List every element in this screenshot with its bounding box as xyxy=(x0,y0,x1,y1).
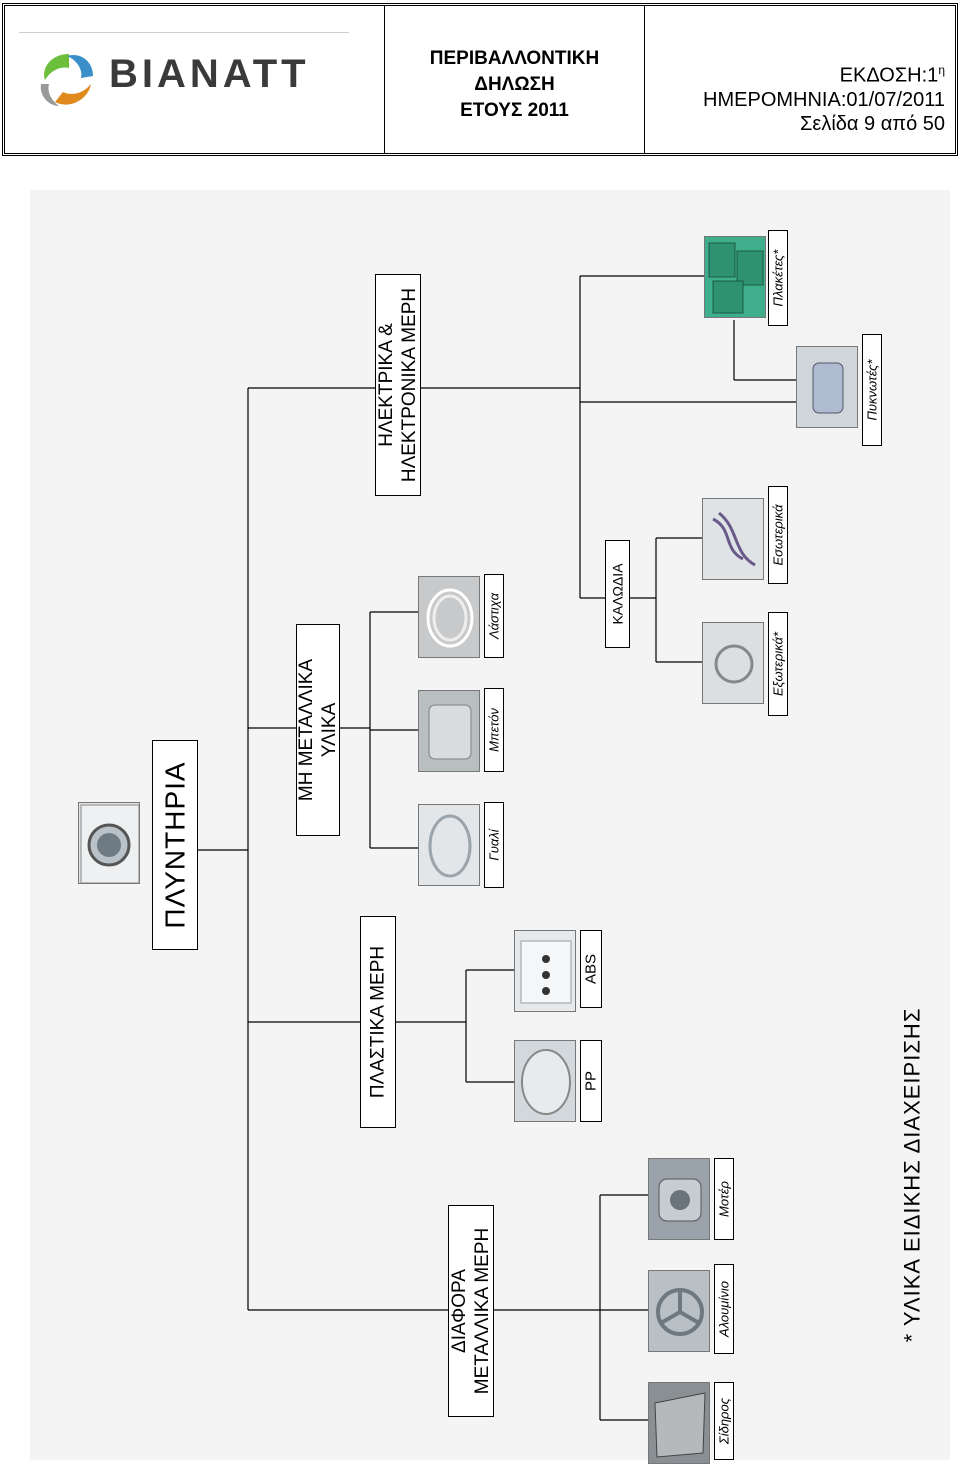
leaf-internal-label: Εσωτερικά xyxy=(770,504,786,566)
leaf-iron-label: Σίδηρος xyxy=(716,1397,732,1445)
edition: ΕΚΔΟΣΗ:1η xyxy=(703,58,945,88)
category-non-metal-line-1: ΜΗ ΜΕΤΑΛΛΙΚΑ xyxy=(296,658,317,802)
document-title: ΠΕΡΙΒΑΛΛΟΝΤΙΚΗ ΔΗΛΩΣΗ ΕΤΟΥΣ 2011 xyxy=(385,46,644,124)
title-line-2: ΔΗΛΩΣΗ xyxy=(474,74,555,95)
abs-photo xyxy=(514,930,576,1012)
footnote-text: * ΥΛΙΚΑ ΕΙΔΙΚΗΣ ΔΙΑΧΕΙΡΙΣΗΣ xyxy=(899,1007,925,1343)
leaf-motor-label: Μοτέρ xyxy=(716,1181,732,1217)
leaf-rubber-label: Λάστιχα xyxy=(486,593,502,639)
pp-photo xyxy=(514,1040,576,1122)
aluminium-photo xyxy=(648,1270,710,1352)
page-header: BIANATT ΠΕΡΙΒΑΛΛΟΝΤΙΚΗ ΔΗΛΩΣΗ ΕΤΟΥΣ 2011… xyxy=(2,3,958,156)
leaf-aluminium: Αλουμίνιο xyxy=(714,1264,734,1354)
category-metal-line-1: ΔΙΑΦΟΡΑ xyxy=(449,1269,470,1353)
category-electrical: ΗΛΕΚΤΡΙΚΑ & ΗΛΕΚΤΡΟΝΙΚΑ ΜΕΡΗ xyxy=(375,274,421,496)
leaf-external-cables: Εξωτερικά* xyxy=(768,612,788,716)
connector-lines xyxy=(198,275,796,1421)
category-electrical-label: ΗΛΕΚΤΡΙΚΑ & ΗΛΕΚΤΡΟΝΙΚΑ ΜΕΡΗ xyxy=(375,288,421,482)
leaf-boards-label: Πλακέτες* xyxy=(770,249,786,307)
leaf-abs-label: ABS xyxy=(582,953,600,985)
category-metal-label: ΔΙΑΦΟΡΑ ΜΕΤΑΛΛΙΚΑ ΜΕΡΗ xyxy=(448,1228,494,1395)
leaf-aluminium-label: Αλουμίνιο xyxy=(716,1281,732,1337)
concrete-photo xyxy=(418,690,480,772)
logo-cell: BIANATT xyxy=(5,6,385,153)
edition-sup: η xyxy=(938,63,945,77)
edition-text: ΕΚΔΟΣΗ:1 xyxy=(839,64,939,87)
rubber-photo xyxy=(418,576,480,658)
root-node-washing-machines: ΠΛΥΝΤΗΡΙΑ xyxy=(152,740,198,950)
leaf-capacitors: Πυκνωτές* xyxy=(862,334,882,446)
leaf-concrete-label: Μπετόν xyxy=(486,708,502,752)
glass-photo xyxy=(418,804,480,886)
category-non-metal: ΜΗ ΜΕΤΑΛΛΙΚΑ ΥΛΙΚΑ xyxy=(296,624,340,836)
motor-photo xyxy=(648,1158,710,1240)
document-meta: ΕΚΔΟΣΗ:1η ΗΜΕΡΟΜΗΝΙΑ:01/07/2011 Σελίδα 9… xyxy=(703,58,945,136)
leaf-rubber: Λάστιχα xyxy=(484,574,504,658)
category-electrical-line-2: ΗΛΕΚΤΡΟΝΙΚΑ ΜΕΡΗ xyxy=(399,287,420,483)
category-plastic-parts: ΠΛΑΣΤΙΚΑ ΜΕΡΗ xyxy=(360,916,396,1128)
leaf-external-label: Εξωτερικά* xyxy=(770,631,786,697)
category-cables: ΚΑΛΩΔΙΑ xyxy=(605,540,630,648)
washing-machine-photo xyxy=(78,802,140,884)
date: ΗΜΕΡΟΜΗΝΙΑ:01/07/2011 xyxy=(703,88,945,111)
leaf-glass: Γυαλί xyxy=(484,802,504,888)
iron-photo xyxy=(648,1382,710,1464)
leaf-pp-label: PP xyxy=(582,1070,600,1092)
category-plastic-label: ΠΛΑΣΤΙΚΑ ΜΕΡΗ xyxy=(367,945,389,1099)
external-cables-photo xyxy=(702,622,764,704)
circuit-board-photo xyxy=(704,236,766,318)
leaf-glass-label: Γυαλί xyxy=(486,829,502,861)
root-label: ΠΛΥΝΤΗΡΙΑ xyxy=(159,761,191,929)
leaf-iron: Σίδηρος xyxy=(714,1382,734,1460)
category-metal-line-2: ΜΕΤΑΛΛΙΚΑ ΜΕΡΗ xyxy=(472,1227,493,1395)
leaf-pp: PP xyxy=(580,1040,602,1122)
title-line-1: ΠΕΡΙΒΑΛΛΟΝΤΙΚΗ xyxy=(429,48,600,69)
leaf-capacitors-label: Πυκνωτές* xyxy=(864,359,880,421)
leaf-boards: Πλακέτες* xyxy=(768,230,788,326)
logo-text: BIANATT xyxy=(109,52,310,96)
materials-tree-diagram: ΠΛΥΝΤΗΡΙΑ ΔΙΑΦΟΡΑ ΜΕΤΑΛΛΙΚΑ ΜΕΡΗ ΠΛΑΣΤΙΚ… xyxy=(30,190,950,1464)
category-non-metal-line-2: ΥΛΙΚΑ xyxy=(319,702,340,758)
leaf-internal-cables: Εσωτερικά xyxy=(768,486,788,584)
category-electrical-line-1: ΗΛΕΚΤΡΙΚΑ & xyxy=(376,323,397,447)
special-handling-footnote: * ΥΛΙΚΑ ΕΙΔΙΚΗΣ ΔΙΑΧΕΙΡΙΣΗΣ xyxy=(888,990,936,1360)
company-logo-icon xyxy=(40,54,93,106)
title-line-3: ΕΤΟΥΣ 2011 xyxy=(460,100,569,121)
leaf-abs: ABS xyxy=(580,930,602,1008)
capacitor-photo xyxy=(796,346,858,428)
page-number: Σελίδα 9 από 50 xyxy=(800,112,945,135)
category-metal-parts: ΔΙΑΦΟΡΑ ΜΕΤΑΛΛΙΚΑ ΜΕΡΗ xyxy=(448,1205,494,1417)
title-cell: ΠΕΡΙΒΑΛΛΟΝΤΙΚΗ ΔΗΛΩΣΗ ΕΤΟΥΣ 2011 xyxy=(385,6,645,153)
leaf-concrete: Μπετόν xyxy=(484,688,504,772)
logo-divider xyxy=(19,32,349,33)
internal-cables-photo xyxy=(702,498,764,580)
meta-cell: ΕΚΔΟΣΗ:1η ΗΜΕΡΟΜΗΝΙΑ:01/07/2011 Σελίδα 9… xyxy=(645,6,955,153)
category-non-metal-label: ΜΗ ΜΕΤΑΛΛΙΚΑ ΥΛΙΚΑ xyxy=(295,659,341,801)
leaf-motor: Μοτέρ xyxy=(714,1158,734,1240)
category-cables-label: ΚΑΛΩΔΙΑ xyxy=(609,563,625,625)
